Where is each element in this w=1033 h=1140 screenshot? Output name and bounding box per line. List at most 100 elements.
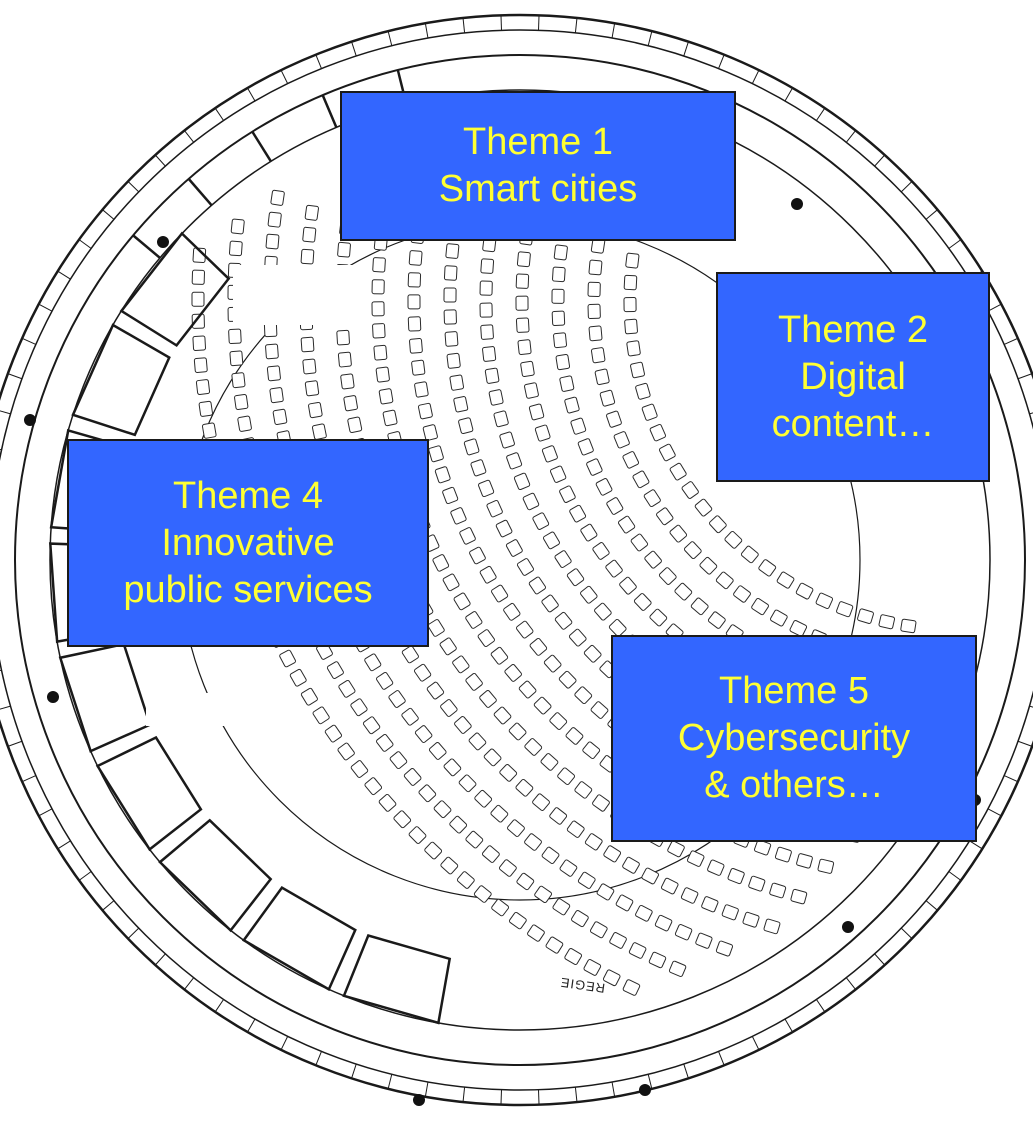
seat	[584, 833, 603, 851]
seat	[648, 951, 667, 969]
seat	[534, 885, 553, 904]
seat	[641, 403, 658, 421]
seat	[480, 324, 494, 340]
seat	[191, 313, 205, 329]
seat	[192, 335, 207, 351]
seat	[450, 507, 467, 525]
seat	[508, 722, 527, 741]
seat	[622, 979, 641, 996]
seat	[524, 833, 542, 851]
seat	[409, 338, 423, 354]
seat	[796, 853, 813, 869]
seat	[458, 417, 474, 435]
seat	[442, 573, 460, 592]
seat	[669, 524, 688, 543]
seat	[338, 679, 356, 698]
seat	[300, 336, 315, 353]
seat	[580, 585, 598, 604]
seat	[554, 550, 572, 568]
seat	[632, 470, 650, 489]
seat	[376, 671, 394, 690]
seat	[551, 310, 566, 326]
seat	[470, 459, 487, 477]
seat	[630, 533, 649, 552]
seat	[590, 701, 609, 719]
seat	[626, 340, 641, 357]
seat	[516, 251, 531, 268]
seat	[407, 294, 421, 310]
seat	[580, 523, 598, 542]
seat	[707, 611, 726, 629]
seat	[605, 559, 623, 578]
seat	[674, 924, 693, 941]
theme-2-box: Theme 2 Digital content…	[716, 272, 990, 482]
seat	[495, 519, 513, 538]
wall-ticks	[0, 15, 1033, 1105]
seat	[583, 959, 602, 976]
seat	[407, 316, 422, 332]
seat	[553, 332, 568, 349]
seat	[624, 318, 638, 335]
seat	[191, 269, 205, 285]
seat	[532, 512, 550, 530]
seat	[529, 637, 548, 656]
seat	[371, 279, 385, 295]
seat	[608, 619, 627, 637]
theme-2-subtitle-line1: Digital	[800, 355, 906, 398]
seat	[549, 465, 567, 483]
seat	[715, 940, 734, 957]
theme-4-subtitle-line2: public services	[123, 568, 373, 611]
seat	[790, 888, 808, 905]
seat	[582, 741, 601, 759]
seat	[449, 815, 468, 834]
seat	[532, 793, 550, 811]
seat	[443, 265, 458, 281]
seat	[552, 266, 566, 283]
seat	[378, 794, 397, 812]
seat	[465, 611, 483, 629]
seat	[513, 472, 531, 491]
seat	[477, 629, 495, 648]
seat	[484, 367, 500, 384]
seat	[372, 257, 386, 273]
seat	[635, 904, 653, 922]
seat	[449, 374, 464, 391]
seat	[468, 732, 487, 751]
seat	[465, 672, 483, 691]
seat	[542, 531, 560, 550]
regie-room-label: REGIE	[559, 975, 606, 996]
seat	[474, 789, 493, 808]
seat	[422, 424, 438, 441]
seat	[432, 554, 450, 572]
seat	[541, 846, 560, 865]
seat	[686, 850, 705, 867]
seat	[311, 423, 327, 440]
seat	[266, 365, 281, 382]
seat	[389, 751, 408, 770]
seat	[587, 281, 601, 298]
seat	[699, 556, 718, 575]
seat	[300, 248, 315, 265]
seat	[599, 389, 616, 407]
seat	[541, 594, 559, 613]
seat	[488, 389, 504, 406]
seat	[789, 620, 808, 637]
seat	[615, 894, 634, 912]
seat	[641, 867, 660, 885]
seat	[751, 597, 769, 616]
theme-2-title: Theme 2	[778, 308, 928, 351]
seat	[515, 778, 534, 797]
seat	[518, 680, 537, 699]
seat	[364, 777, 383, 796]
seat	[393, 810, 412, 829]
seat	[201, 422, 217, 439]
seat	[769, 882, 787, 899]
seat	[740, 545, 759, 564]
seat	[479, 565, 497, 584]
seat	[619, 576, 637, 595]
seat	[289, 668, 307, 687]
seat	[566, 568, 585, 587]
seat	[337, 351, 352, 368]
seat	[733, 585, 751, 603]
seat	[195, 379, 211, 395]
